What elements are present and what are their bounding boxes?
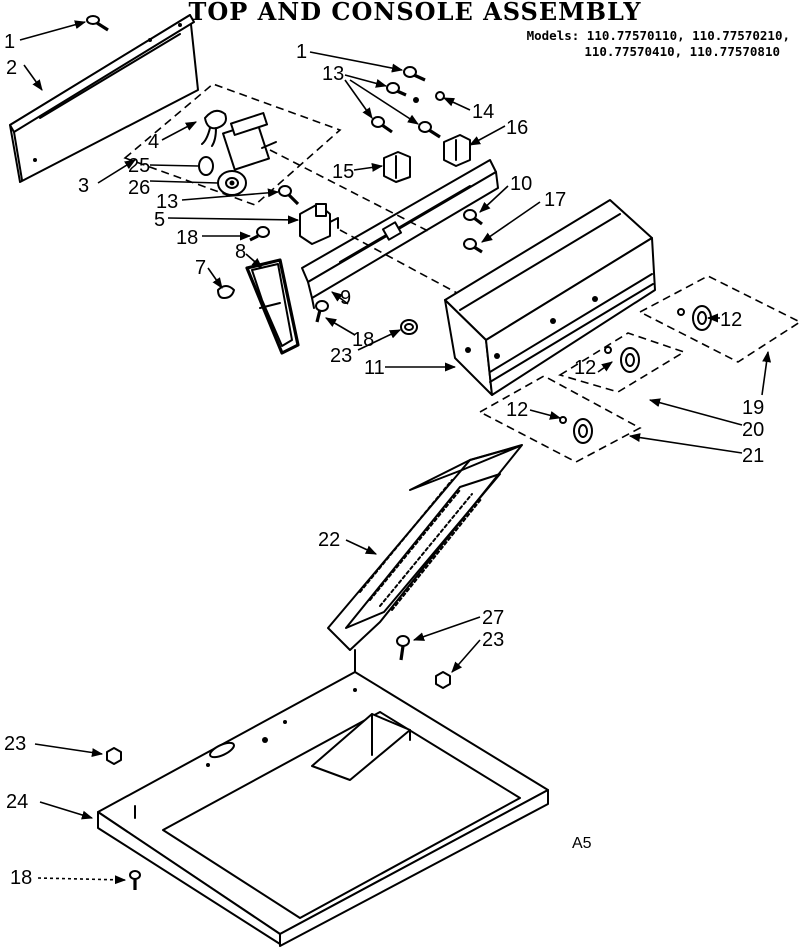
bracket-part-15 [383, 151, 411, 183]
callout-22: 22 [318, 529, 340, 551]
callout-18a: 18 [176, 227, 198, 249]
callout-11: 11 [364, 357, 385, 379]
callout-20: 20 [742, 419, 764, 441]
leader-lines [19, 20, 772, 885]
callout-13b: 13 [322, 63, 344, 85]
timer-assembly [123, 83, 342, 206]
screws-part-13-right [371, 82, 441, 139]
callout-27: 27 [482, 607, 504, 629]
callout-23c: 23 [4, 733, 26, 755]
screw-part-13-left [278, 185, 300, 206]
console-part-11 [400, 199, 656, 396]
nut-part-14 [413, 91, 445, 103]
callout-21: 21 [742, 445, 764, 467]
screw-part-27 [396, 635, 410, 661]
nut-part-23-right [435, 671, 451, 689]
callout-13a: 13 [156, 191, 178, 213]
screw-part-10 [463, 209, 483, 226]
control-rail [269, 149, 499, 309]
screw-part-18-lower [129, 870, 141, 890]
models-line-1: Models: 110.77570110, 110.77570210, [527, 28, 790, 43]
callout-labels: 1 2 3 4 25 26 13 5 18 8 7 1 13 14 16 15 … [4, 31, 764, 889]
callout-23b: 23 [482, 629, 504, 651]
screw-part-18-middle [315, 300, 329, 323]
screw-part-1-right [403, 66, 426, 82]
screw-part-17 [463, 238, 483, 254]
callout-3: 3 [78, 175, 89, 197]
callout-17: 17 [544, 189, 566, 211]
nut-part-23-left [106, 747, 122, 765]
switch-part-5 [299, 203, 339, 245]
screw-part-18-upper [249, 226, 270, 242]
models-line-2: 110.77570410, 110.77570810 [584, 44, 780, 59]
callout-16: 16 [506, 117, 528, 139]
callout-7: 7 [195, 257, 206, 279]
top-panel-part-24 [97, 671, 549, 947]
knob-assembly-part-20 [558, 332, 686, 393]
callout-10: 10 [510, 173, 532, 195]
callout-24: 24 [6, 791, 28, 813]
callout-14: 14 [472, 101, 494, 123]
callout-19: 19 [742, 397, 764, 419]
callout-5: 5 [154, 209, 165, 231]
callout-1a: 1 [4, 31, 15, 53]
diagram-title: TOP AND CONSOLE ASSEMBLY [189, 0, 642, 26]
bracket-part-16 [443, 134, 471, 167]
callout-25: 25 [128, 155, 150, 177]
callout-12c: 12 [506, 399, 528, 421]
callout-18b: 18 [352, 329, 374, 351]
corner-mark: A5 [572, 835, 592, 852]
callout-15: 15 [332, 161, 354, 183]
callout-12a: 12 [720, 309, 742, 331]
clip-part-7 [217, 285, 235, 299]
knob-assembly-part-21 [478, 375, 642, 463]
callout-2: 2 [6, 57, 17, 79]
callout-8: 8 [235, 241, 246, 263]
callout-12b: 12 [574, 357, 596, 379]
callout-1b: 1 [296, 41, 307, 63]
callout-18c: 18 [10, 867, 32, 889]
screw-part-1 [86, 15, 109, 32]
rear-console-panel [9, 14, 199, 183]
callout-4: 4 [148, 131, 159, 153]
callout-26: 26 [128, 177, 150, 199]
callout-9: 9 [340, 287, 351, 309]
callout-23a: 23 [330, 345, 352, 367]
bracket-part-8 [245, 258, 300, 355]
